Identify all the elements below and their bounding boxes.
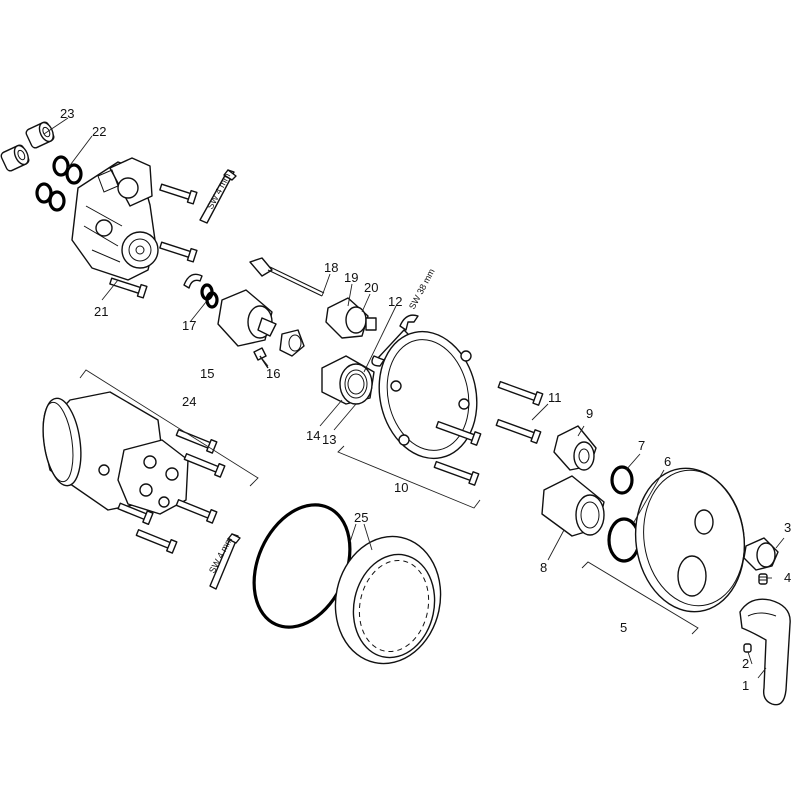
callout-11: 11 xyxy=(548,390,562,405)
part-22-o-rings xyxy=(35,155,83,212)
part-6-o-ring xyxy=(607,517,641,563)
part-7-o-ring xyxy=(610,465,634,495)
callout-5: 5 xyxy=(620,620,627,635)
callout-18: 18 xyxy=(324,260,338,275)
part-25-sleeve-ring xyxy=(334,535,442,665)
part-5-cover-plate xyxy=(634,467,746,613)
part-3-knob xyxy=(743,537,779,571)
callout-16: 16 xyxy=(266,366,280,381)
callout-4: 4 xyxy=(784,570,791,585)
part-23-caps xyxy=(0,121,55,172)
callout-10: 10 xyxy=(394,480,408,495)
part-4-grub-screw xyxy=(758,573,768,585)
callout-21: 21 xyxy=(94,304,108,319)
wrench-label: SW 38 mm xyxy=(407,267,437,311)
callout-15: 15 xyxy=(200,366,214,381)
callout-23: 23 xyxy=(60,106,74,121)
part-8-cylinder xyxy=(541,475,605,537)
callout-3: 3 xyxy=(784,520,791,535)
part-16-cartridge xyxy=(217,289,305,369)
callout-25: 25 xyxy=(354,510,368,525)
hex-key-top-label: SW 4 mm xyxy=(205,171,232,211)
callout-7: 7 xyxy=(638,438,645,453)
callout-1: 1 xyxy=(742,678,749,693)
screws-21 xyxy=(109,183,198,299)
callout-labels: 23 22 21 17 16 15 18 19 20 12 14 13 10 1… xyxy=(60,106,791,693)
leader-lines xyxy=(43,117,785,679)
part-10-plate xyxy=(378,330,478,460)
part-24-module xyxy=(42,391,189,515)
callout-6: 6 xyxy=(664,454,671,469)
group-brackets xyxy=(79,369,699,635)
callout-22: 22 xyxy=(92,124,106,139)
part-21-valve-body xyxy=(71,157,159,281)
part-9-cylinder xyxy=(553,425,597,471)
hex-key-bottom xyxy=(209,533,241,590)
hex-key-top xyxy=(199,169,237,224)
part-19-20-cartridge xyxy=(325,297,377,339)
screws-24 xyxy=(117,429,226,554)
part-17-clips xyxy=(183,273,219,309)
part-2-small-screw xyxy=(743,643,752,653)
callout-17: 17 xyxy=(182,318,196,333)
callout-8: 8 xyxy=(540,560,547,575)
callout-20: 20 xyxy=(364,280,378,295)
callout-14: 14 xyxy=(306,428,320,443)
callout-24: 24 xyxy=(182,394,196,409)
callout-9: 9 xyxy=(586,406,593,421)
callout-19: 19 xyxy=(344,270,358,285)
callout-2: 2 xyxy=(742,656,749,671)
callout-12: 12 xyxy=(388,294,402,309)
callout-13: 13 xyxy=(322,432,336,447)
part-18-spindle xyxy=(249,257,325,297)
part-13-14-sleeve xyxy=(321,355,375,405)
screws-10-11 xyxy=(433,380,544,486)
part-1-lever xyxy=(739,598,791,706)
